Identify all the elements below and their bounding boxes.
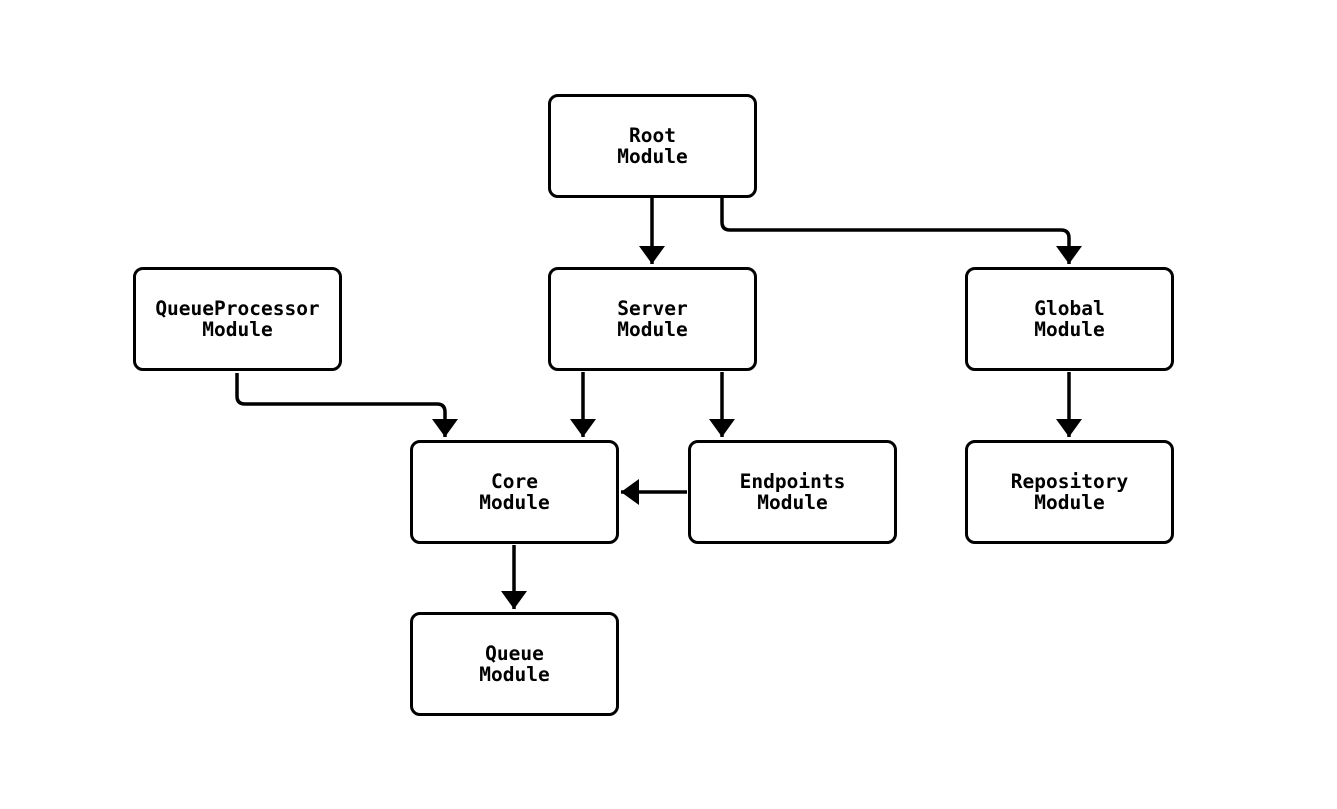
node-root-module: Root Module — [548, 94, 757, 198]
node-server-module: Server Module — [548, 267, 757, 371]
node-queueprocessor-module: QueueProcessor Module — [133, 267, 342, 371]
node-queue-module: Queue Module — [410, 612, 619, 716]
node-repository-module: Repository Module — [965, 440, 1174, 544]
node-global-module: Global Module — [965, 267, 1174, 371]
node-core-module: Core Module — [410, 440, 619, 544]
edge-root-to-global — [720, 198, 1082, 264]
edge-queueprocessor-to-core — [235, 373, 458, 437]
node-endpoints-module: Endpoints Module — [688, 440, 897, 544]
